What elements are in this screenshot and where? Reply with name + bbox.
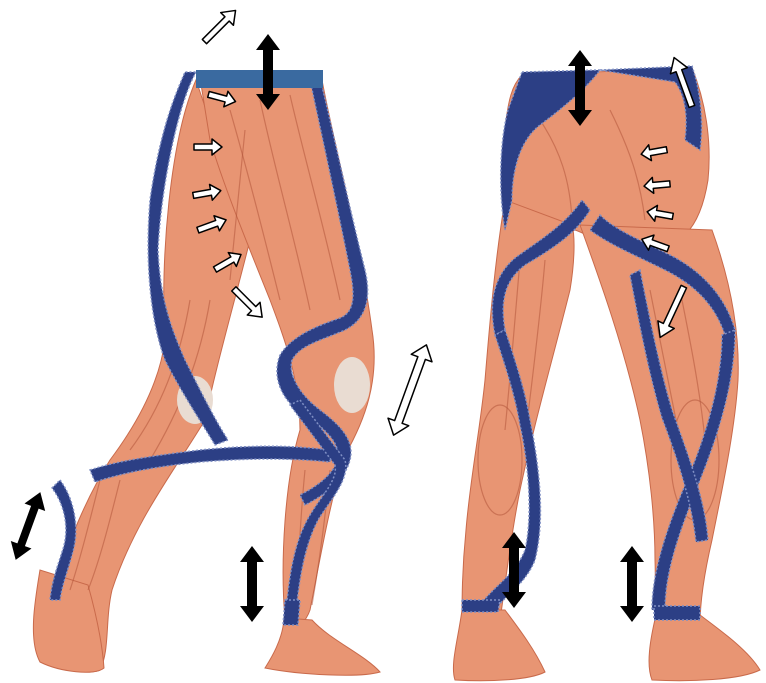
front-view-figure [33, 70, 380, 675]
double-arrow-icon [5, 488, 50, 563]
waistband-bar [196, 70, 323, 88]
back-view-figure [453, 66, 760, 681]
left-back-foot [453, 610, 545, 681]
double-arrow-icon [620, 546, 644, 622]
front-foot [265, 618, 380, 675]
front-knee [334, 357, 370, 413]
double-arrow-icon [240, 546, 264, 622]
right-back-foot [649, 615, 760, 681]
arrow-icon [198, 4, 242, 48]
white-double-arrow-icon [383, 341, 437, 439]
